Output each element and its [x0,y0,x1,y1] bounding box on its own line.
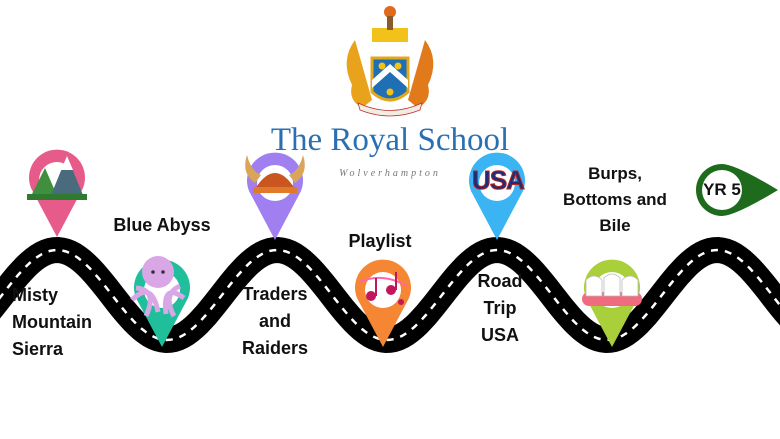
teeth-icon [582,273,642,306]
label-line: and [258,311,291,331]
music-notes-icon [358,272,408,305]
mountain-icon [27,156,87,200]
map-pin-teeth [582,259,642,347]
label-line: Playlist [348,231,412,251]
usa-icon-text: USA [472,165,526,196]
label-line: Trip [483,298,517,318]
yr5-label: YR 5 [703,180,741,199]
road-center-line [0,248,780,342]
winding-road [0,236,780,354]
milestone-label-traders-and-raiders: Traders and Raiders [225,281,325,362]
label-line: Misty [12,285,59,305]
map-pin-music-notes [355,259,411,347]
map-pin-octopus [130,256,190,347]
label-line: Raiders [241,338,309,358]
label-line: Bile [599,216,631,235]
milestone-label-playlist: Playlist [330,228,430,255]
label-line: Traders [242,284,308,304]
label-line: Burps, [588,164,642,183]
label-line: Bottoms and [563,190,667,209]
milestone-label-road-trip-usa: Road Trip USA [450,268,550,349]
milestone-label-burps-bottoms-bile: Burps, Bottoms and Bile [555,161,675,239]
label-line: Mountain [12,312,92,332]
label-line: USA [480,325,519,345]
milestone-label-blue-abyss: Blue Abyss [100,212,224,239]
map-pin-viking-helmet [245,152,305,240]
label-line: Road [477,271,523,291]
milestone-label-misty-mountain-sierra: Misty Mountain Sierra [12,282,92,363]
yr5-end-marker [696,164,778,216]
school-name: The Royal School [270,122,510,158]
map-pin-usa [469,152,525,240]
label-line: Blue Abyss [113,215,211,235]
viking-helmet-icon [245,155,305,193]
school-location: Wolverhampton [339,168,441,179]
school-crest-logo [346,6,434,117]
label-line: Sierra [12,339,64,359]
octopus-icon [130,256,186,318]
map-pin-mountain [27,149,87,237]
